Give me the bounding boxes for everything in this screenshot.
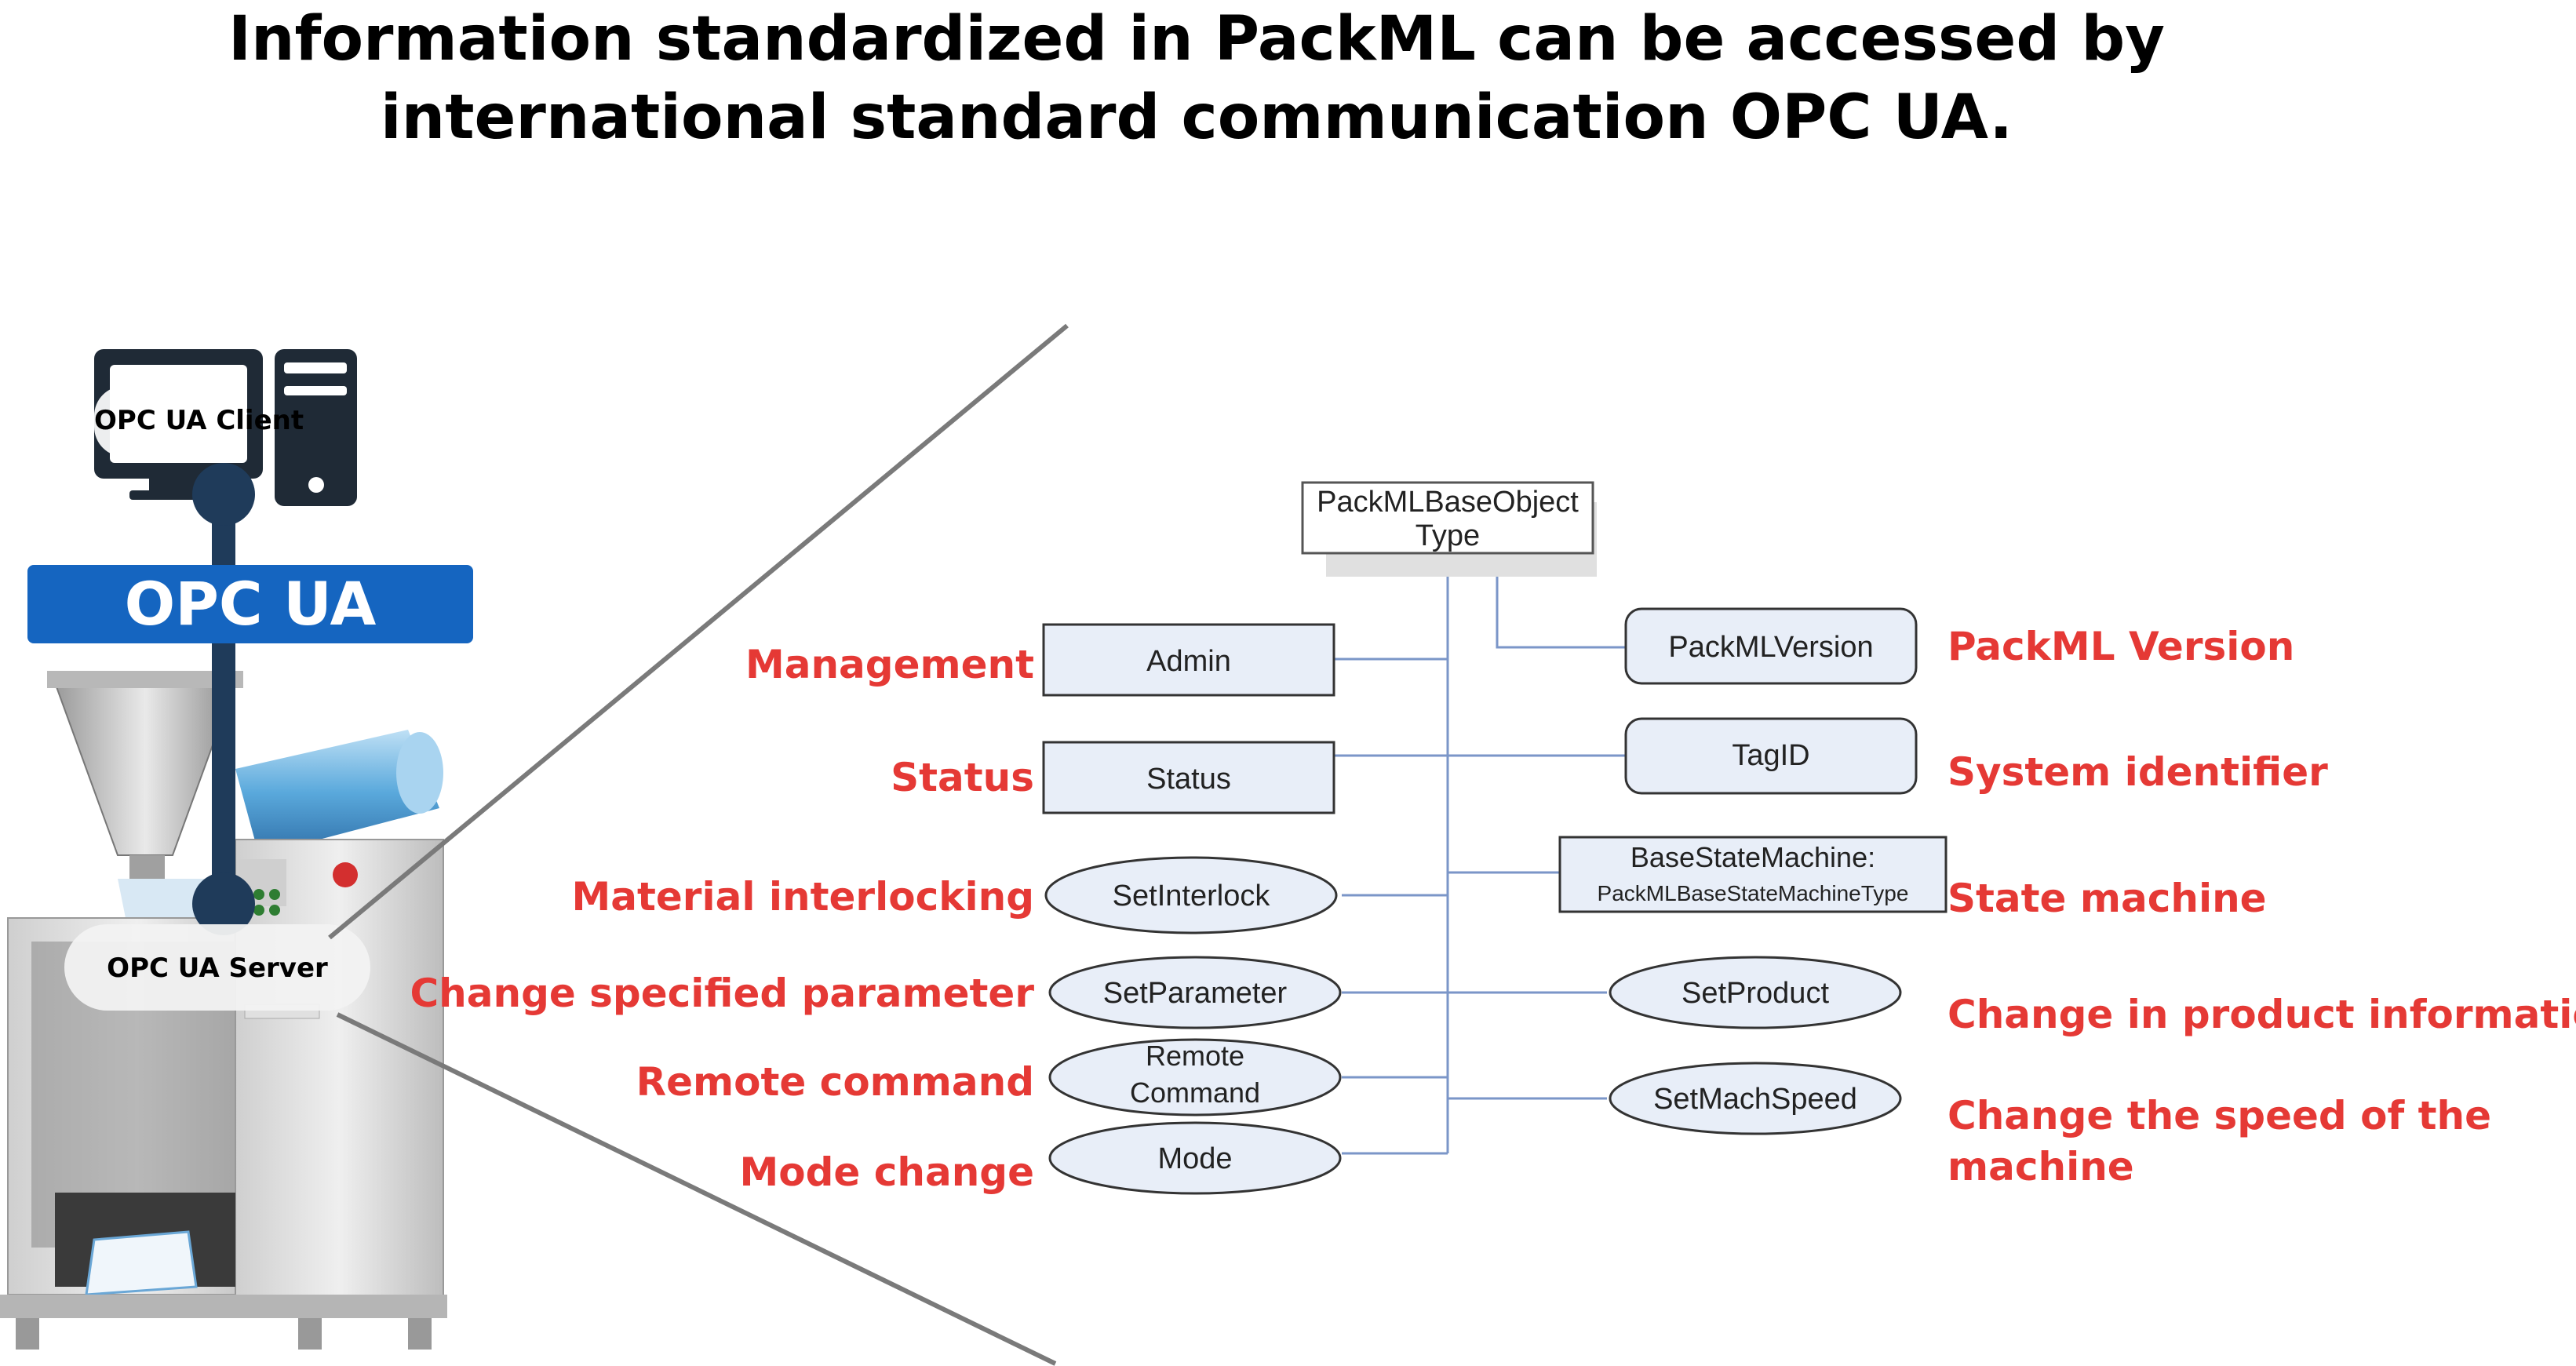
node-admin-text: Admin: [1146, 645, 1231, 678]
node-tagid-text: TagID: [1732, 739, 1809, 772]
annotation-change-speed-line-2: machine: [1947, 1144, 2134, 1189]
root-text-line-1: PackMLBaseObject: [1317, 486, 1579, 519]
title-line-1: Information standardized in PackML can b…: [228, 4, 2165, 75]
page-title: Information standardized in PackML can b…: [0, 0, 2393, 157]
annotation-state-machine: State machine: [1947, 876, 2267, 921]
node-remote-command-text-1: Remote: [1146, 1040, 1244, 1072]
annotation-system-identifier: System identifier: [1947, 749, 2328, 795]
node-setproduct-text: SetProduct: [1682, 977, 1829, 1010]
node-setproduct: [1609, 956, 1902, 1029]
root-text-line-2: Type: [1416, 519, 1480, 552]
node-root: [1301, 481, 1597, 577]
opc-ua-server-label: OPC UA Server: [107, 953, 328, 984]
node-remote-command-text-2: Command: [1130, 1076, 1260, 1109]
node-setinterlock-text: SetInterlock: [1113, 880, 1271, 912]
node-basestatemachine-text-1: BaseStateMachine:: [1630, 841, 1875, 873]
node-mode-text: Mode: [1157, 1142, 1232, 1175]
annotation-change-speed-line-1: Change the speed of the: [1947, 1093, 2492, 1138]
annotation-change-product-information: Change in product information: [1947, 992, 2576, 1037]
zoom-line-bottom: [336, 1012, 1057, 1366]
node-remote-command: [1048, 1038, 1342, 1116]
node-setparameter-text: SetParameter: [1103, 977, 1288, 1010]
annotation-status: Status: [891, 755, 1034, 800]
opc-ua-client-label: OPC UA Client: [94, 405, 304, 436]
annotation-management: Management: [745, 642, 1034, 687]
node-packmlversion-text: PackMLVersion: [1668, 631, 1873, 664]
node-tagid: [1624, 717, 1918, 795]
annotation-mode-change: Mode change: [739, 1149, 1035, 1195]
node-packmlversion: [1624, 607, 1918, 685]
node-admin: [1042, 623, 1335, 697]
annotation-change-specified-parameter: Change specified parameter: [410, 971, 1034, 1016]
opc-ua-banner-label: OPC UA: [124, 569, 377, 639]
node-status: [1042, 741, 1335, 814]
node-setparameter: [1048, 956, 1342, 1029]
server-label-box: [64, 924, 370, 1011]
node-setmachspeed: [1609, 1062, 1902, 1135]
zoom-line-top: [328, 323, 1069, 940]
node-basestatemachine-text-2: PackMLBaseStateMachineType: [1598, 881, 1909, 905]
annotation-material-interlocking: Material interlocking: [571, 874, 1034, 920]
client-label-box: [94, 386, 247, 457]
node-setmachspeed-text: SetMachSpeed: [1653, 1083, 1857, 1116]
node-mode: [1048, 1121, 1342, 1195]
title-line-2: international standard communication OPC…: [380, 82, 2013, 153]
annotation-remote-command: Remote command: [636, 1059, 1034, 1105]
node-basestatemachine: [1558, 836, 1947, 913]
packml-tree-connectors: [1334, 553, 1626, 1155]
node-setinterlock: [1044, 856, 1338, 934]
node-status-text: Status: [1146, 763, 1231, 796]
opc-ua-connection-line: [192, 463, 255, 935]
opc-ua-banner: [27, 565, 473, 643]
annotation-packml-version: PackML Version: [1947, 624, 2295, 669]
